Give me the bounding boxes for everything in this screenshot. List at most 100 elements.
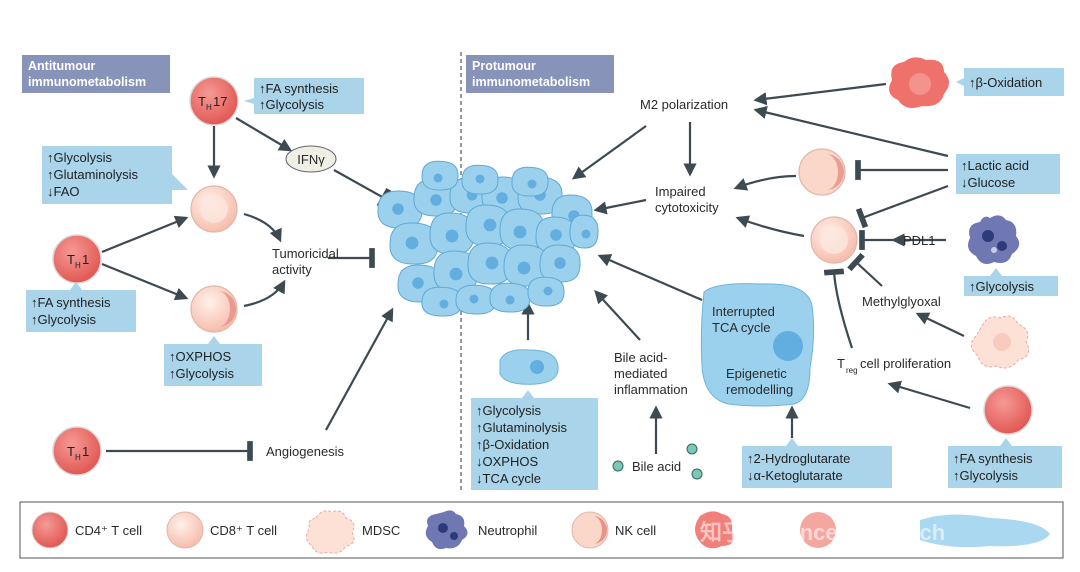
tca-label-1: Interrupted — [712, 304, 775, 319]
legend-mdsc-label: MDSC — [362, 523, 400, 538]
svg-text:IFNγ: IFNγ — [297, 152, 325, 167]
svg-text:H: H — [75, 453, 81, 462]
tumour-cell — [511, 166, 549, 197]
legend-neutrophil-label: Neutrophil — [478, 523, 537, 538]
legend-cd8-icon — [166, 511, 204, 549]
svg-text:↑β-Oxidation: ↑β-Oxidation — [969, 75, 1042, 90]
svg-text:↑Lactic acid: ↑Lactic acid — [961, 158, 1029, 173]
svg-text:reg: reg — [846, 366, 858, 375]
bile-inflammation-label-3: inflammation — [614, 382, 688, 397]
tumoricidal-label-1: Tumoricidal — [272, 246, 339, 261]
watermark: 知乎 @CancerResearch — [700, 520, 945, 545]
svg-text:↑Glycolysis: ↑Glycolysis — [969, 279, 1035, 294]
angiogenesis-label: Angiogenesis — [266, 444, 345, 459]
tumour-cell-cluster — [377, 160, 599, 317]
cd8-cell-left — [190, 185, 238, 233]
tumour-cell-single — [499, 349, 559, 385]
svg-text:↓FAO: ↓FAO — [47, 184, 80, 199]
protumour-header: Protumour immunometabolism — [466, 55, 614, 93]
svg-text:↑Glutaminolysis: ↑Glutaminolysis — [47, 167, 139, 182]
svg-text:H: H — [75, 261, 81, 270]
m2-polarization-label: M2 polarization — [640, 97, 728, 112]
svg-text:Antitumour: Antitumour — [28, 59, 95, 73]
svg-text:↑β-Oxidation: ↑β-Oxidation — [476, 437, 549, 452]
svg-text:↑FA synthesis: ↑FA synthesis — [259, 81, 339, 96]
svg-text:T: T — [837, 356, 845, 371]
svg-text:↓α-Ketoglutarate: ↓α-Ketoglutarate — [747, 468, 843, 483]
tumour-cell — [527, 276, 565, 307]
legend-cd8-label: CD8⁺ T cell — [210, 523, 277, 538]
treg-cell — [983, 385, 1033, 435]
nk-cell-left — [190, 285, 238, 333]
svg-text:↑Glycolysis: ↑Glycolysis — [31, 312, 97, 327]
svg-text:H: H — [206, 103, 212, 112]
svg-text:↑FA synthesis: ↑FA synthesis — [31, 295, 111, 310]
lactic-acid-box: ↑Lactic acid ↓Glucose — [956, 154, 1060, 194]
svg-text:17: 17 — [213, 94, 227, 109]
svg-text:↑OXPHOS: ↑OXPHOS — [169, 349, 231, 364]
svg-text:1: 1 — [82, 252, 89, 267]
pdl1-label: PDL1 — [903, 233, 936, 248]
tumour-cell — [429, 212, 475, 255]
methylglyoxal-label: Methylglyoxal — [862, 294, 941, 309]
svg-text:immunometabolism: immunometabolism — [28, 75, 146, 89]
tumour-cell — [433, 250, 479, 293]
th1-cell-top: T H 1 — [52, 234, 102, 284]
legend-cd4-label: CD4⁺ T cell — [75, 523, 142, 538]
nk-metabolism-box: ↑OXPHOS ↑Glycolysis — [164, 336, 262, 386]
tumour-cell — [569, 214, 599, 249]
th17-cell: T H 17 — [189, 76, 239, 126]
tumour-cell — [389, 222, 439, 265]
svg-text:↑2-Hydroglutarate: ↑2-Hydroglutarate — [747, 451, 850, 466]
svg-text:↑Glycolysis: ↑Glycolysis — [169, 366, 235, 381]
svg-text:↑Glutaminolysis: ↑Glutaminolysis — [476, 420, 568, 435]
legend-nk-icon — [571, 511, 609, 549]
arrows — [101, 82, 971, 461]
tca-label-2: TCA cycle — [712, 320, 771, 335]
bile-inflammation-label-1: Bile acid- — [614, 350, 667, 365]
epigenetic-label-1: Epigenetic — [726, 366, 787, 381]
tumour-cell — [535, 216, 577, 255]
neutrophil-cell — [968, 215, 1020, 264]
treg-proliferation-label: T reg cell proliferation — [837, 356, 951, 375]
treg-metabolism-box: ↑FA synthesis ↑Glycolysis — [948, 438, 1062, 488]
legend-nk-label: NK cell — [615, 523, 656, 538]
legend-cd4-icon — [31, 511, 69, 549]
svg-text:Protumour: Protumour — [472, 59, 536, 73]
tumour-cell — [539, 244, 581, 283]
legend: CD4⁺ T cell CD8⁺ T cell MDSC Neutrophil … — [19, 501, 1064, 559]
epigenetic-label-2: remodelling — [726, 382, 793, 397]
th1-metabolism-box: ↑FA synthesis ↑Glycolysis — [26, 282, 136, 332]
svg-text:T: T — [198, 94, 206, 109]
svg-text:↓TCA cycle: ↓TCA cycle — [476, 471, 541, 486]
antitumour-header: Antitumour immunometabolism — [22, 55, 170, 93]
legend-obscured-icons — [695, 511, 1050, 549]
svg-text:↑Glycolysis: ↑Glycolysis — [259, 97, 325, 112]
svg-text:1: 1 — [82, 444, 89, 459]
svg-text:↓Glucose: ↓Glucose — [961, 175, 1015, 190]
bile-inflammation-label-2: mediated — [614, 366, 667, 381]
th1-cell-bottom: T H 1 — [52, 426, 102, 476]
svg-text:↓OXPHOS: ↓OXPHOS — [476, 454, 538, 469]
cd8-cell-right — [810, 216, 858, 264]
svg-text:↑FA synthesis: ↑FA synthesis — [953, 451, 1033, 466]
th17-metabolism-box: ↑FA synthesis ↑Glycolysis — [244, 78, 364, 114]
impaired-label-1: Impaired — [655, 184, 706, 199]
hydroglutarate-box: ↑2-Hydroglutarate ↓α-Ketoglutarate — [742, 438, 892, 488]
svg-text:immunometabolism: immunometabolism — [472, 75, 590, 89]
tumour-cell — [489, 282, 531, 313]
bile-acid-label: Bile acid — [632, 459, 681, 474]
impaired-label-2: cytotoxicity — [655, 200, 719, 215]
cd8-metabolism-box: ↑Glycolysis ↑Glutaminolysis ↓FAO — [42, 146, 188, 204]
svg-text:↑Glycolysis: ↑Glycolysis — [47, 150, 113, 165]
tumour-cell — [461, 164, 499, 195]
tumour-metabolism-box: ↑Glycolysis ↑Glutaminolysis ↑β-Oxidation… — [471, 390, 598, 490]
svg-text:T: T — [67, 252, 75, 267]
bile-acid-dots — [612, 443, 703, 480]
beta-oxidation-box: ↑β-Oxidation — [956, 68, 1064, 96]
svg-text:↑Glycolysis: ↑Glycolysis — [476, 403, 542, 418]
nk-cell-right — [798, 148, 846, 196]
mdsc-cell-top — [889, 57, 949, 108]
tumoricidal-label-2: activity — [272, 262, 312, 277]
